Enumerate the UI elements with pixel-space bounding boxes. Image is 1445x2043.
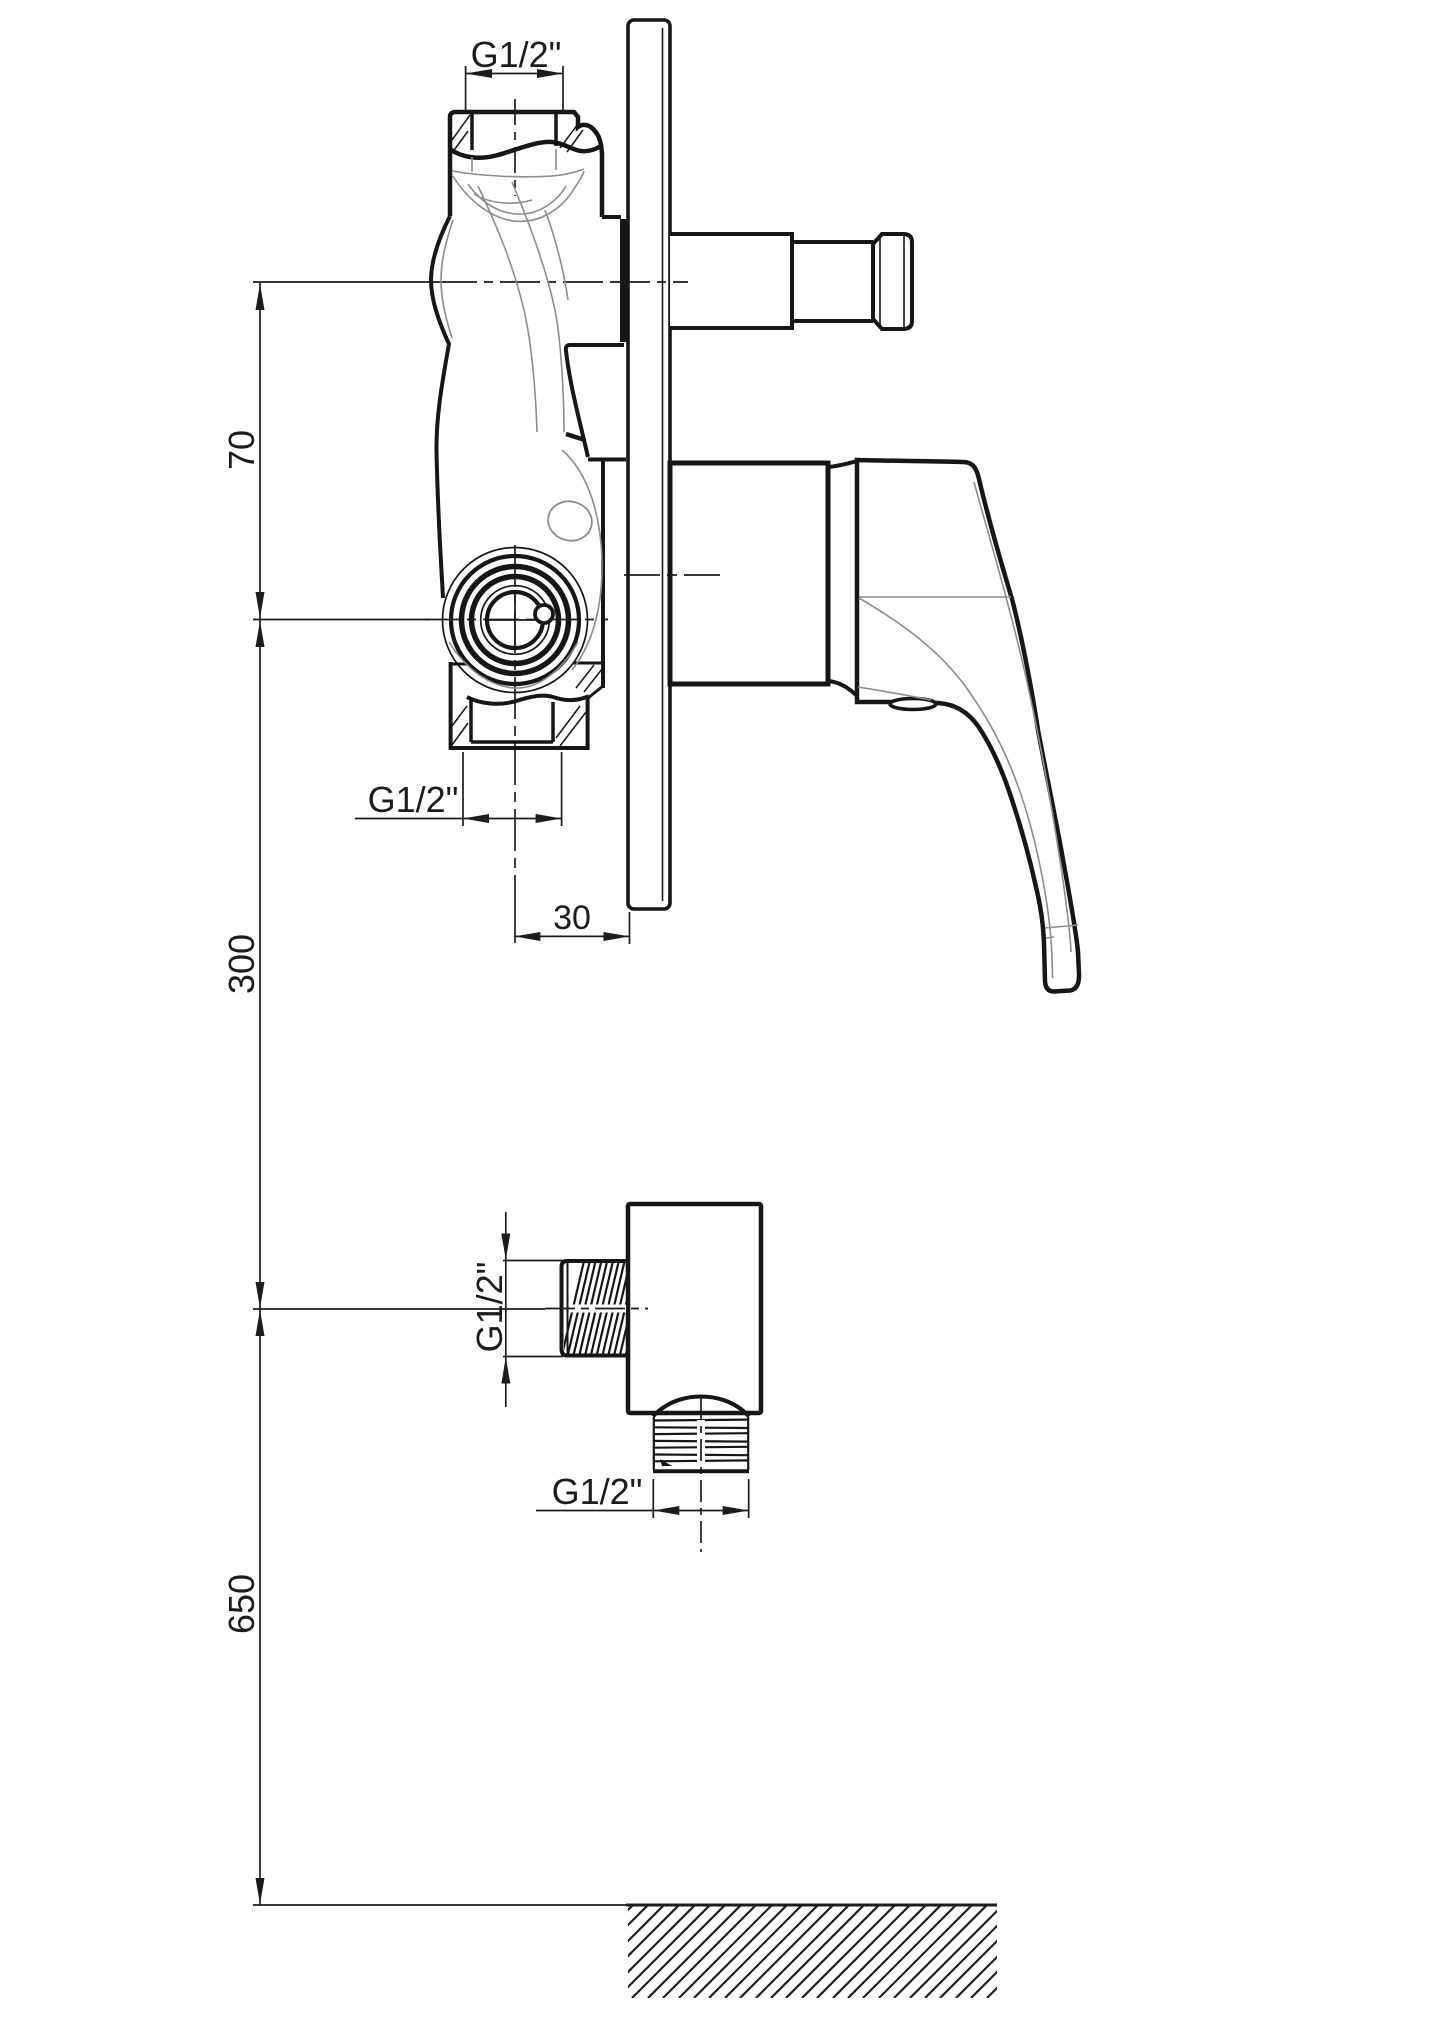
svg-text:650: 650 [221, 1574, 262, 1634]
svg-text:300: 300 [221, 934, 262, 994]
svg-text:G1/2": G1/2" [471, 34, 562, 75]
svg-text:G1/2": G1/2" [469, 1262, 510, 1353]
svg-text:30: 30 [553, 899, 591, 937]
svg-text:G1/2": G1/2" [368, 779, 459, 820]
svg-text:70: 70 [221, 430, 262, 470]
svg-text:G1/2": G1/2" [552, 1471, 643, 1512]
